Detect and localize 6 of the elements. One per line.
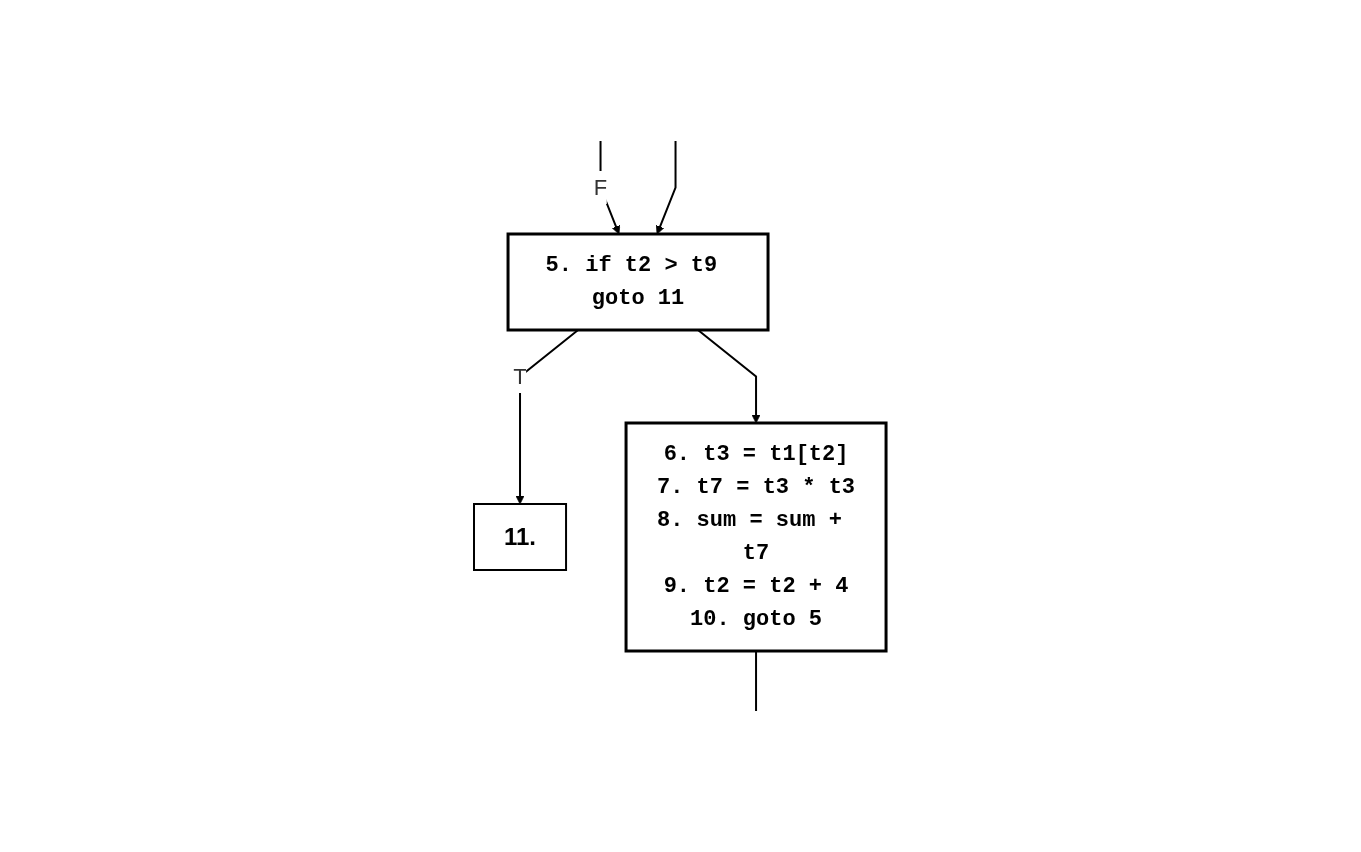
node-box: 5. if t2 > t9 goto 11: [507, 232, 770, 332]
edge-label: T: [513, 364, 528, 389]
node-box: 6. t3 = t1[t2] 7. t7 = t3 * t3 8. sum = sum + t7 9. t2 = t2 + 4 10. goto 5: [625, 421, 888, 653]
edge-label: F: [594, 175, 608, 200]
node-box: 11.: [473, 503, 568, 571]
arrow: [656, 140, 677, 235]
